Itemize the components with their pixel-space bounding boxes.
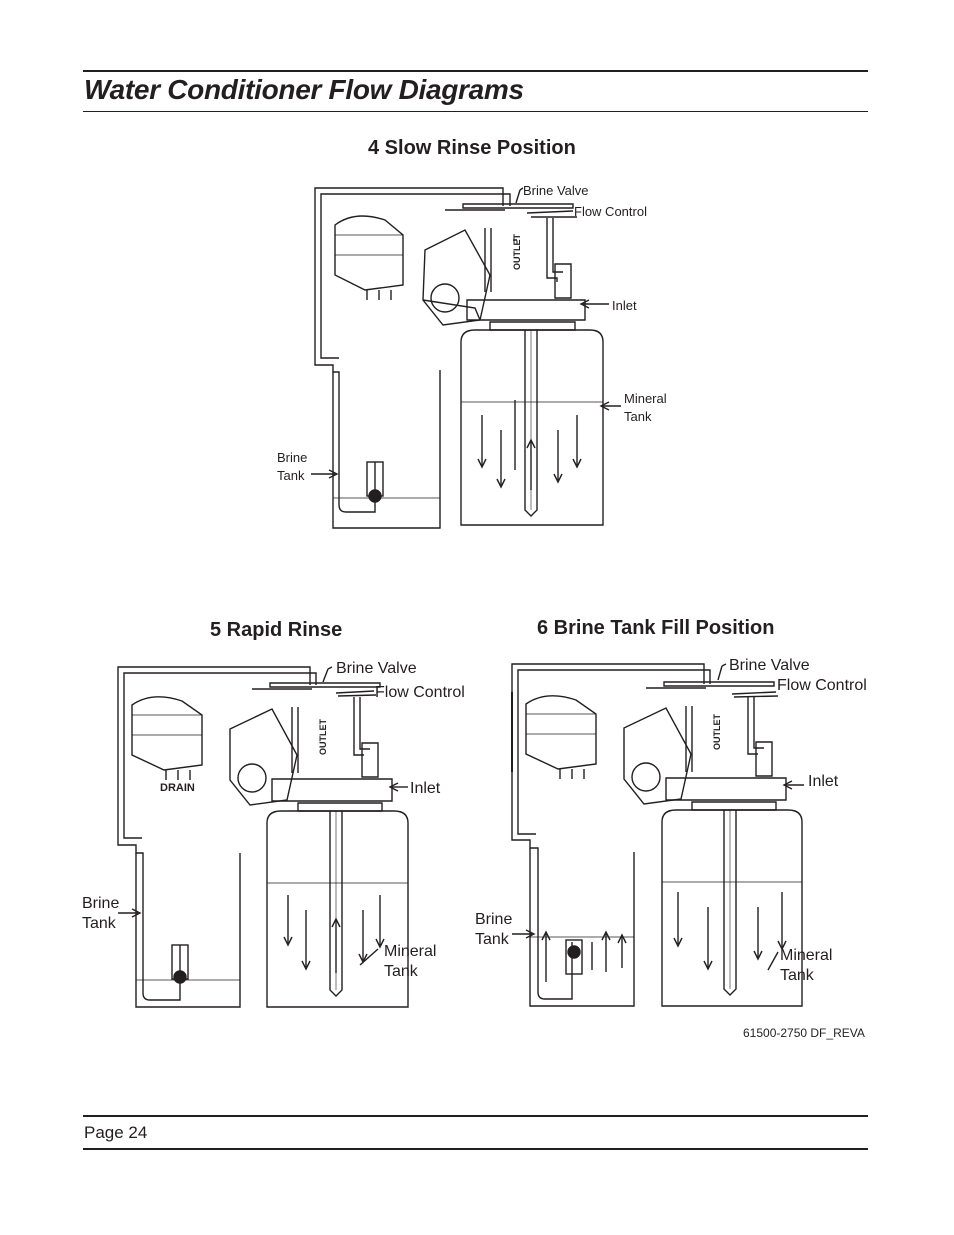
mineral-tank-label-line2: Tank xyxy=(384,963,419,980)
diagram-title-rapid-rinse: 5 Rapid Rinse xyxy=(210,619,343,641)
drain-label: DRAIN xyxy=(160,782,195,794)
inlet-label: Inlet xyxy=(612,298,637,313)
mineral-tank-label-line1: Mineral xyxy=(624,391,667,406)
header-top-rule xyxy=(83,70,868,72)
slow-rinse-diagram-svg: Brine Valve Flow Control Inlet OUTLET Mi… xyxy=(277,183,667,529)
page-title: Water Conditioner Flow Diagrams xyxy=(84,74,524,105)
mineral-tank-label-line2: Tank xyxy=(780,967,815,984)
mineral-tank-label-line1: Mineral xyxy=(384,943,436,960)
brine-tank-label-line1: Brine xyxy=(475,911,512,928)
header-bottom-rule xyxy=(83,111,868,112)
outlet-label: OUTLET xyxy=(712,714,722,750)
flow-control-label: Flow Control xyxy=(574,204,647,219)
mineral-tank-label-line1: Mineral xyxy=(780,947,832,964)
flow-control-label: Flow Control xyxy=(777,677,867,694)
diagram-title-brine-tank-fill: 6 Brine Tank Fill Position xyxy=(537,617,775,639)
outlet-label: OUTLET xyxy=(318,719,328,755)
inlet-label: Inlet xyxy=(808,773,839,790)
brine-tank-label-line2: Tank xyxy=(475,931,510,948)
brine-valve-label: Brine Valve xyxy=(336,660,417,677)
rapid-rinse-diagram: Brine Valve Flow Control Inlet OUTLET DR… xyxy=(80,655,480,1015)
flow-control-label: Flow Control xyxy=(375,684,465,701)
brine-tank-label-line2: Tank xyxy=(277,468,305,483)
brine-tank-label-line1: Brine xyxy=(277,450,307,465)
brine-tank-fill-diagram: Brine Valve Flow Control Inlet OUTLET Mi… xyxy=(472,652,877,1014)
document-code: 61500-2750 DF_REVA xyxy=(743,1026,865,1040)
diagram-title-slow-rinse: 4 Slow Rinse Position xyxy=(368,137,576,159)
brine-tank-label-line1: Brine xyxy=(82,895,119,912)
brine-tank-label-line2: Tank xyxy=(82,915,117,932)
brine-valve-label: Brine Valve xyxy=(729,657,810,674)
rapid-rinse-diagram-svg: Brine Valve Flow Control Inlet OUTLET DR… xyxy=(82,660,465,1008)
footer-bottom-rule xyxy=(83,1148,868,1150)
brine-valve-label: Brine Valve xyxy=(523,183,589,198)
outlet-label: OUTLET xyxy=(512,234,522,270)
slow-rinse-diagram: Brine Valve Flow Control Inlet OUTLET Mi… xyxy=(275,180,675,535)
brine-tank-fill-diagram-svg: Brine Valve Flow Control Inlet OUTLET Mi… xyxy=(475,657,867,1007)
footer-top-rule xyxy=(83,1115,868,1117)
inlet-label: Inlet xyxy=(410,780,441,797)
mineral-tank-label-line2: Tank xyxy=(624,409,652,424)
page-number: Page 24 xyxy=(84,1123,148,1142)
